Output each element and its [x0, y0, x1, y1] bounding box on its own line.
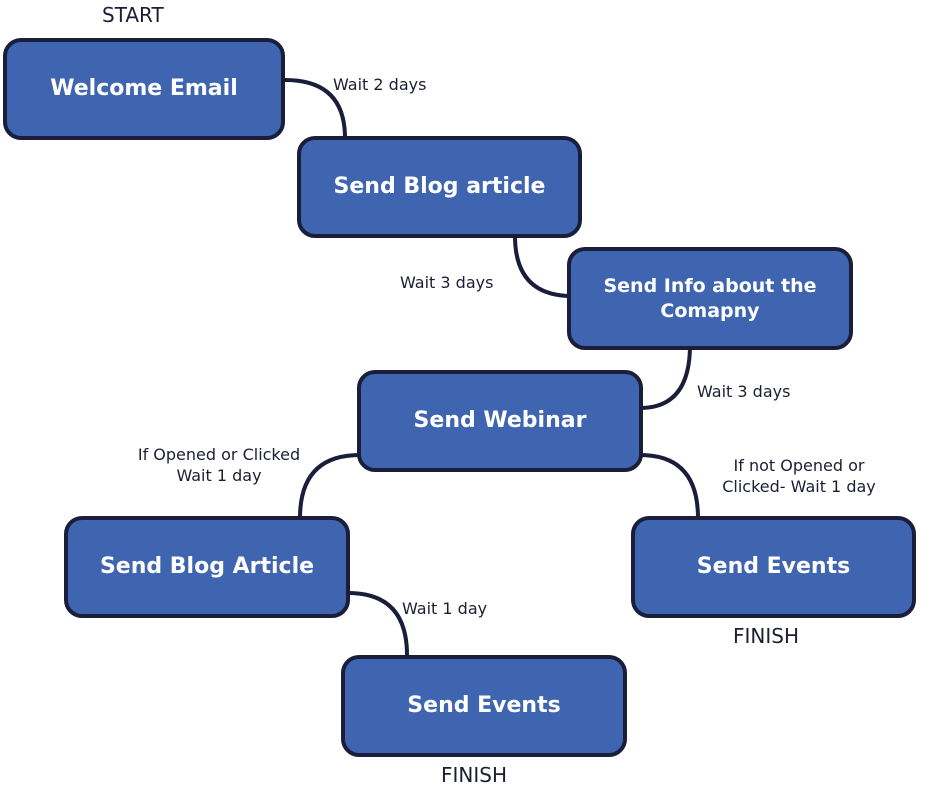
connector-info-to-webinar [639, 344, 692, 410]
wait-1-day-label: Wait 1 day [402, 599, 488, 618]
opened-condition-line2: Wait 1 day [176, 465, 262, 485]
send-blog-article-node: Send Blog article [297, 136, 582, 238]
connector-webinar-to-events-right [639, 453, 700, 519]
send-blog-article-2-label: Send Blog Article [99, 553, 315, 579]
send-blog-article-label: Send Blog article [333, 173, 546, 199]
wait-3-days-label-a: Wait 3 days [400, 273, 494, 292]
wait-3-days-label-b: Wait 3 days [697, 382, 791, 401]
not-opened-condition-label: If not Opened or Clicked- Wait 1 day [690, 456, 908, 498]
send-webinar-node: Send Webinar [357, 370, 643, 472]
opened-condition-line1: If Opened or Clicked [137, 445, 301, 464]
send-blog-article-2-node: Send Blog Article [64, 516, 350, 618]
send-info-label-line2: Comapny [660, 299, 760, 322]
welcome-email-label: Welcome Email [50, 75, 238, 101]
welcome-email-node: Welcome Email [3, 38, 285, 140]
connector-blog-article-to-events [347, 591, 409, 656]
finish-bottom-label: FINISH [441, 763, 507, 787]
finish-right-label: FINISH [733, 624, 799, 648]
send-events-bottom-node: Send Events [341, 655, 627, 757]
send-events-right-node: Send Events [631, 516, 916, 618]
opened-condition-label: If Opened or Clicked Wait 1 day [108, 445, 330, 487]
not-opened-condition-line2: Clicked- Wait 1 day [722, 476, 876, 496]
wait-2-days-label: Wait 2 days [333, 75, 427, 94]
send-events-bottom-label: Send Events [407, 692, 561, 718]
connector-webinar-to-blog-article [298, 453, 361, 519]
send-events-right-label: Send Events [696, 553, 851, 579]
connector-welcome-to-blog [284, 78, 347, 139]
connector-blog-to-info [513, 235, 573, 298]
send-info-label: Send Info about the Comapny [603, 274, 816, 323]
not-opened-condition-line1: If not Opened or [733, 456, 865, 475]
send-info-node: Send Info about the Comapny [567, 247, 853, 350]
start-label: START [102, 3, 164, 27]
send-webinar-label: Send Webinar [413, 407, 587, 433]
send-info-label-line1: Send Info about the [603, 274, 817, 297]
